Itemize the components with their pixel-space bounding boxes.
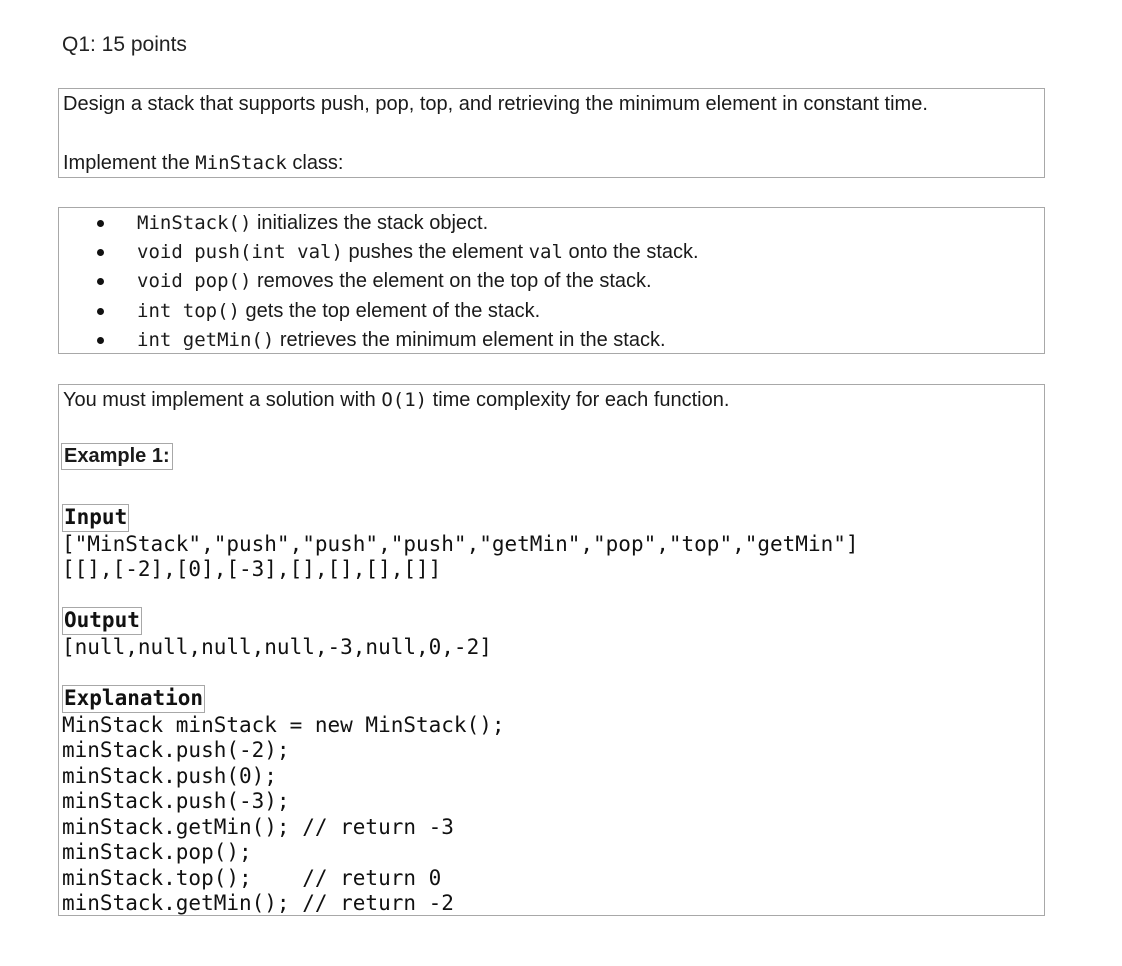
code-line: minStack.getMin(); // return -2 — [62, 891, 454, 915]
code-line: minStack.top(); // return 0 — [62, 865, 442, 890]
code-line: MinStack minStack = new MinStack(); — [62, 712, 505, 737]
code-line: minStack.getMin(); // return -3 — [62, 814, 454, 839]
bullet-icon — [97, 308, 104, 315]
bullet-icon — [97, 337, 104, 344]
complexity-code: O(1) — [381, 389, 428, 411]
requirement-line: You must implement a solution with O(1) … — [63, 389, 730, 411]
implement-line: Implement the MinStack class: — [63, 152, 344, 175]
input-line: ["MinStack","push","push","push","getMin… — [62, 531, 859, 556]
code-line: minStack.push(0); — [62, 763, 277, 788]
explanation-label: Explanation — [62, 685, 206, 713]
input-line: [[],[-2],[0],[-3],[],[],[],[]] — [62, 557, 442, 581]
implement-suffix: class: — [286, 152, 344, 174]
explanation-block: Explanation MinStack minStack = new MinS… — [62, 685, 505, 917]
requirement-box: You must implement a solution with O(1) … — [58, 384, 1045, 916]
class-name-code: MinStack — [195, 152, 287, 174]
list-item: MinStack() initializes the stack object. — [59, 210, 1044, 239]
bullet-icon — [97, 278, 104, 285]
list-item: void pop() removes the element on the to… — [59, 268, 1044, 297]
code-line: minStack.pop(); — [62, 840, 252, 864]
list-item: void push(int val) pushes the element va… — [59, 239, 1044, 268]
output-line: [null,null,null,null,-3,null,0,-2] — [62, 634, 492, 659]
bullet-icon — [97, 220, 104, 227]
list-item: int top() gets the top element of the st… — [59, 298, 1044, 327]
intro-sentence: Design a stack that supports push, pop, … — [63, 93, 928, 115]
input-block: Input ["MinStack","push","push","push","… — [62, 504, 859, 583]
implement-prefix: Implement the — [63, 152, 196, 174]
question-title: Q1: 15 points — [62, 33, 187, 56]
list-item: int getMin() retrieves the minimum eleme… — [59, 327, 1044, 356]
output-block: Output [null,null,null,null,-3,null,0,-2… — [62, 607, 492, 660]
input-label: Input — [62, 504, 130, 532]
example-label: Example 1: — [61, 443, 173, 470]
output-label: Output — [62, 607, 142, 635]
methods-list: MinStack() initializes the stack object.… — [58, 207, 1045, 354]
code-line: minStack.push(-2); — [62, 738, 290, 762]
code-line: minStack.push(-3); — [62, 789, 290, 813]
bullet-icon — [97, 249, 104, 256]
intro-box: Design a stack that supports push, pop, … — [58, 88, 1045, 178]
